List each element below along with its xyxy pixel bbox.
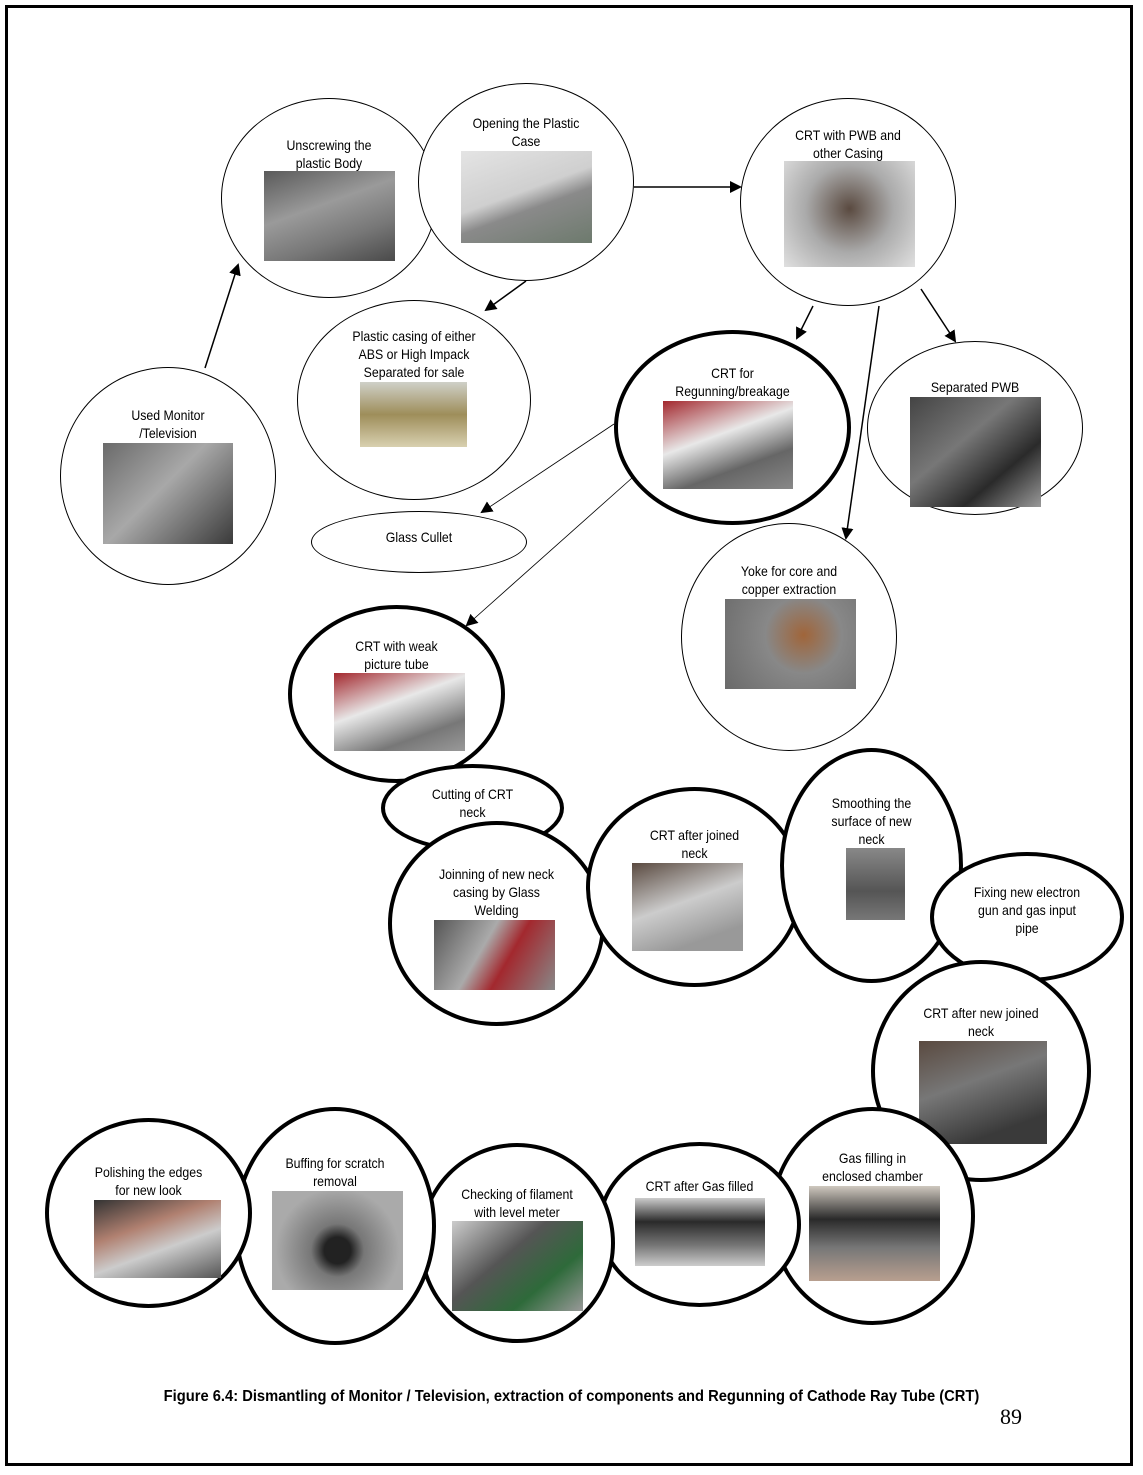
node-crt-pwb-casing: CRT with PWB and other Casing [740,98,956,306]
node-label: Polishing the edges for new look [94,1164,203,1198]
arrow-crt-pwb-to-yoke [841,305,880,540]
photo-crt-pwb-casing [784,161,915,267]
photo-crt-after-joined [632,863,743,951]
arrow-crt-pwb-to-regunning [796,305,814,340]
arrow-regunning-to-cullet [480,423,615,514]
node-label: Separated PWB [930,379,1020,395]
node-label: Smoothing the surface of new neck [831,795,912,847]
node-label: CRT after Gas filled [645,1178,754,1194]
node-polishing: Polishing the edges for new look [45,1118,252,1308]
photo-polishing [94,1200,221,1278]
page-border [5,5,1133,1466]
photo-buffing [272,1191,403,1290]
node-label: Unscrewing the plastic Body [286,137,372,171]
photo-opening-case [461,151,592,243]
photo-crt-after-gas [635,1198,765,1266]
node-buffing: Buffing for scratch removal [234,1107,436,1345]
node-label: Gas filling in enclosed chamber [822,1150,923,1184]
photo-gas-filling [809,1186,940,1281]
photo-joining-neck [434,920,555,990]
photo-crt-regunning [663,401,793,489]
node-label: Joinning of new neck casing by Glass Wel… [438,866,555,918]
node-unscrewing: Unscrewing the plastic Body [221,98,437,298]
node-label: Opening the Plastic Case [472,115,580,149]
photo-crt-after-new-joined [919,1041,1047,1144]
node-label: Fixing new electron gun and gas input pi… [973,884,1081,936]
node-plastic-casing: Plastic casing of either ABS or High Imp… [297,300,531,500]
node-label: Plastic casing of either ABS or High Imp… [352,328,476,380]
node-used-monitor: Used Monitor /Television [60,367,276,585]
node-glass-cullet: Glass Cullet [311,511,527,573]
node-opening-case: Opening the Plastic Case [418,83,634,281]
node-label: Buffing for scratch removal [285,1155,385,1189]
node-crt-weak-tube: CRT with weak picture tube [288,605,505,783]
node-smoothing: Smoothing the surface of new neck [780,748,963,983]
node-label: CRT with PWB and other Casing [795,127,901,161]
node-label: CRT after new joined neck [923,1005,1039,1039]
node-separated-pwb: Separated PWB [867,341,1083,515]
node-label: Yoke for core and copper extraction [740,563,838,597]
photo-used-monitor [103,443,233,544]
node-label: CRT after joined neck [649,827,740,861]
photo-checking-filament [452,1221,583,1311]
node-crt-after-gas: CRT after Gas filled [598,1142,801,1307]
node-label: Used Monitor /Television [131,407,205,441]
node-crt-regunning[interactable]: CRT for Regunning/breakage [614,330,851,525]
photo-plastic-casing [360,382,467,447]
photo-yoke [725,599,856,689]
node-label: Cutting of CRT neck [431,786,514,820]
node-yoke: Yoke for core and copper extraction [681,523,897,751]
arrow-crt-pwb-to-pwb [920,288,957,343]
node-joining-neck: Joinning of new neck casing by Glass Wel… [388,821,605,1026]
page-number: 89 [1000,1404,1022,1429]
arrow-regunning-to-weak-tube [465,477,633,627]
node-checking-filament: Checking of filament with level meter [419,1143,615,1343]
node-crt-after-joined: CRT after joined neck [586,787,803,987]
photo-separated-pwb [910,397,1041,507]
node-label: CRT for Regunning/breakage [675,365,790,399]
node-gas-filling: Gas filling in enclosed chamber [770,1107,975,1325]
photo-crt-weak-tube [334,673,465,751]
photo-smoothing [846,848,905,920]
photo-unscrewing [264,171,395,261]
node-label: CRT with weak picture tube [355,638,438,672]
node-label: Glass Cullet [385,529,453,545]
arrow-used-to-unscrew [204,263,241,369]
node-label: Checking of filament with level meter [461,1186,573,1220]
arrow-opening-to-plastic [484,280,527,312]
figure-caption: Figure 6.4: Dismantling of Monitor / Tel… [163,1388,980,1405]
